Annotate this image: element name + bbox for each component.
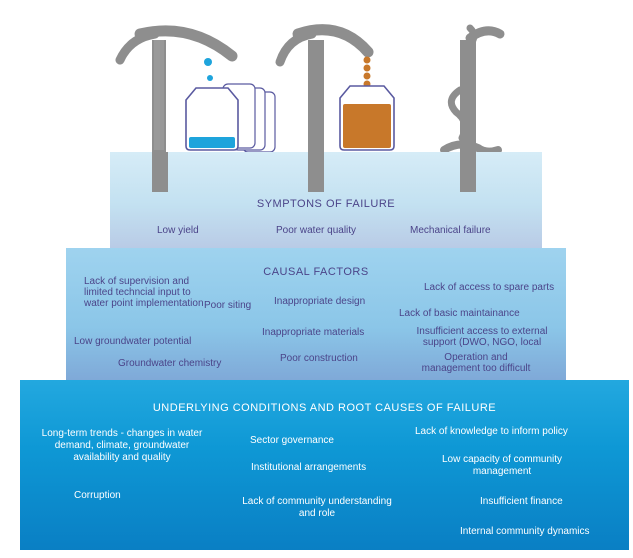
causal-external-support: Insufficient access to external support … [416, 326, 548, 348]
symptoms-tier: SYMPTONS OF FAILURE Low yield Poor water… [110, 152, 542, 248]
hand-pump-low-yield-icon [115, 25, 276, 170]
causal-supervision: Lack of supervision and limited techncia… [84, 276, 204, 309]
hand-pump-poor-quality-icon [275, 24, 395, 170]
underlying-insufficient-finance: Insufficient finance [480, 496, 563, 507]
causal-poor-construction: Poor construction [280, 353, 358, 364]
pump-bases [152, 152, 476, 192]
underlying-capacity-management: Low capacity of community management [441, 454, 563, 477]
pump-illustrations [115, 24, 505, 170]
causal-title: CAUSAL FACTORS [263, 266, 369, 278]
symptom-mechanical-failure: Mechanical failure [410, 225, 491, 236]
underlying-corruption: Corruption [74, 490, 121, 501]
underlying-community-understanding: Lack of community understanding and role [242, 496, 392, 519]
causal-inappropriate-design: Inappropriate design [274, 296, 366, 307]
causal-groundwater-chemistry: Groundwater chemistry [118, 358, 222, 369]
underlying-knowledge-policy: Lack of knowledge to inform policy [415, 426, 568, 437]
symptom-poor-water-quality: Poor water quality [276, 225, 357, 236]
causal-factors-tier: CAUSAL FACTORS Lack of supervision and l… [66, 248, 566, 380]
causal-poor-siting: Poor siting [204, 300, 252, 311]
causal-inappropriate-materials: Inappropriate materials [262, 327, 365, 338]
causal-operation-management: Operation and management too difficult [421, 352, 531, 374]
underlying-sector-governance: Sector governance [250, 435, 334, 446]
symptom-low-yield: Low yield [157, 225, 199, 236]
causal-spare-parts: Lack of access to spare parts [424, 282, 555, 293]
symptoms-title: SYMPTONS OF FAILURE [256, 198, 396, 210]
underlying-long-term-trends: Long-term trends - changes in water dema… [41, 428, 203, 463]
underlying-title: UNDERLYING CONDITIONS AND ROOT CAUSES OF… [152, 402, 497, 414]
underlying-community-dynamics: Internal community dynamics [460, 526, 590, 537]
hand-pump-broken-icon [440, 24, 505, 170]
causal-low-groundwater: Low groundwater potential [74, 336, 192, 347]
underlying-conditions-tier: UNDERLYING CONDITIONS AND ROOT CAUSES OF… [20, 380, 629, 550]
causal-basic-maintenance: Lack of basic maintainance [399, 308, 520, 319]
underlying-institutional-arrangements: Institutional arrangements [251, 462, 367, 473]
